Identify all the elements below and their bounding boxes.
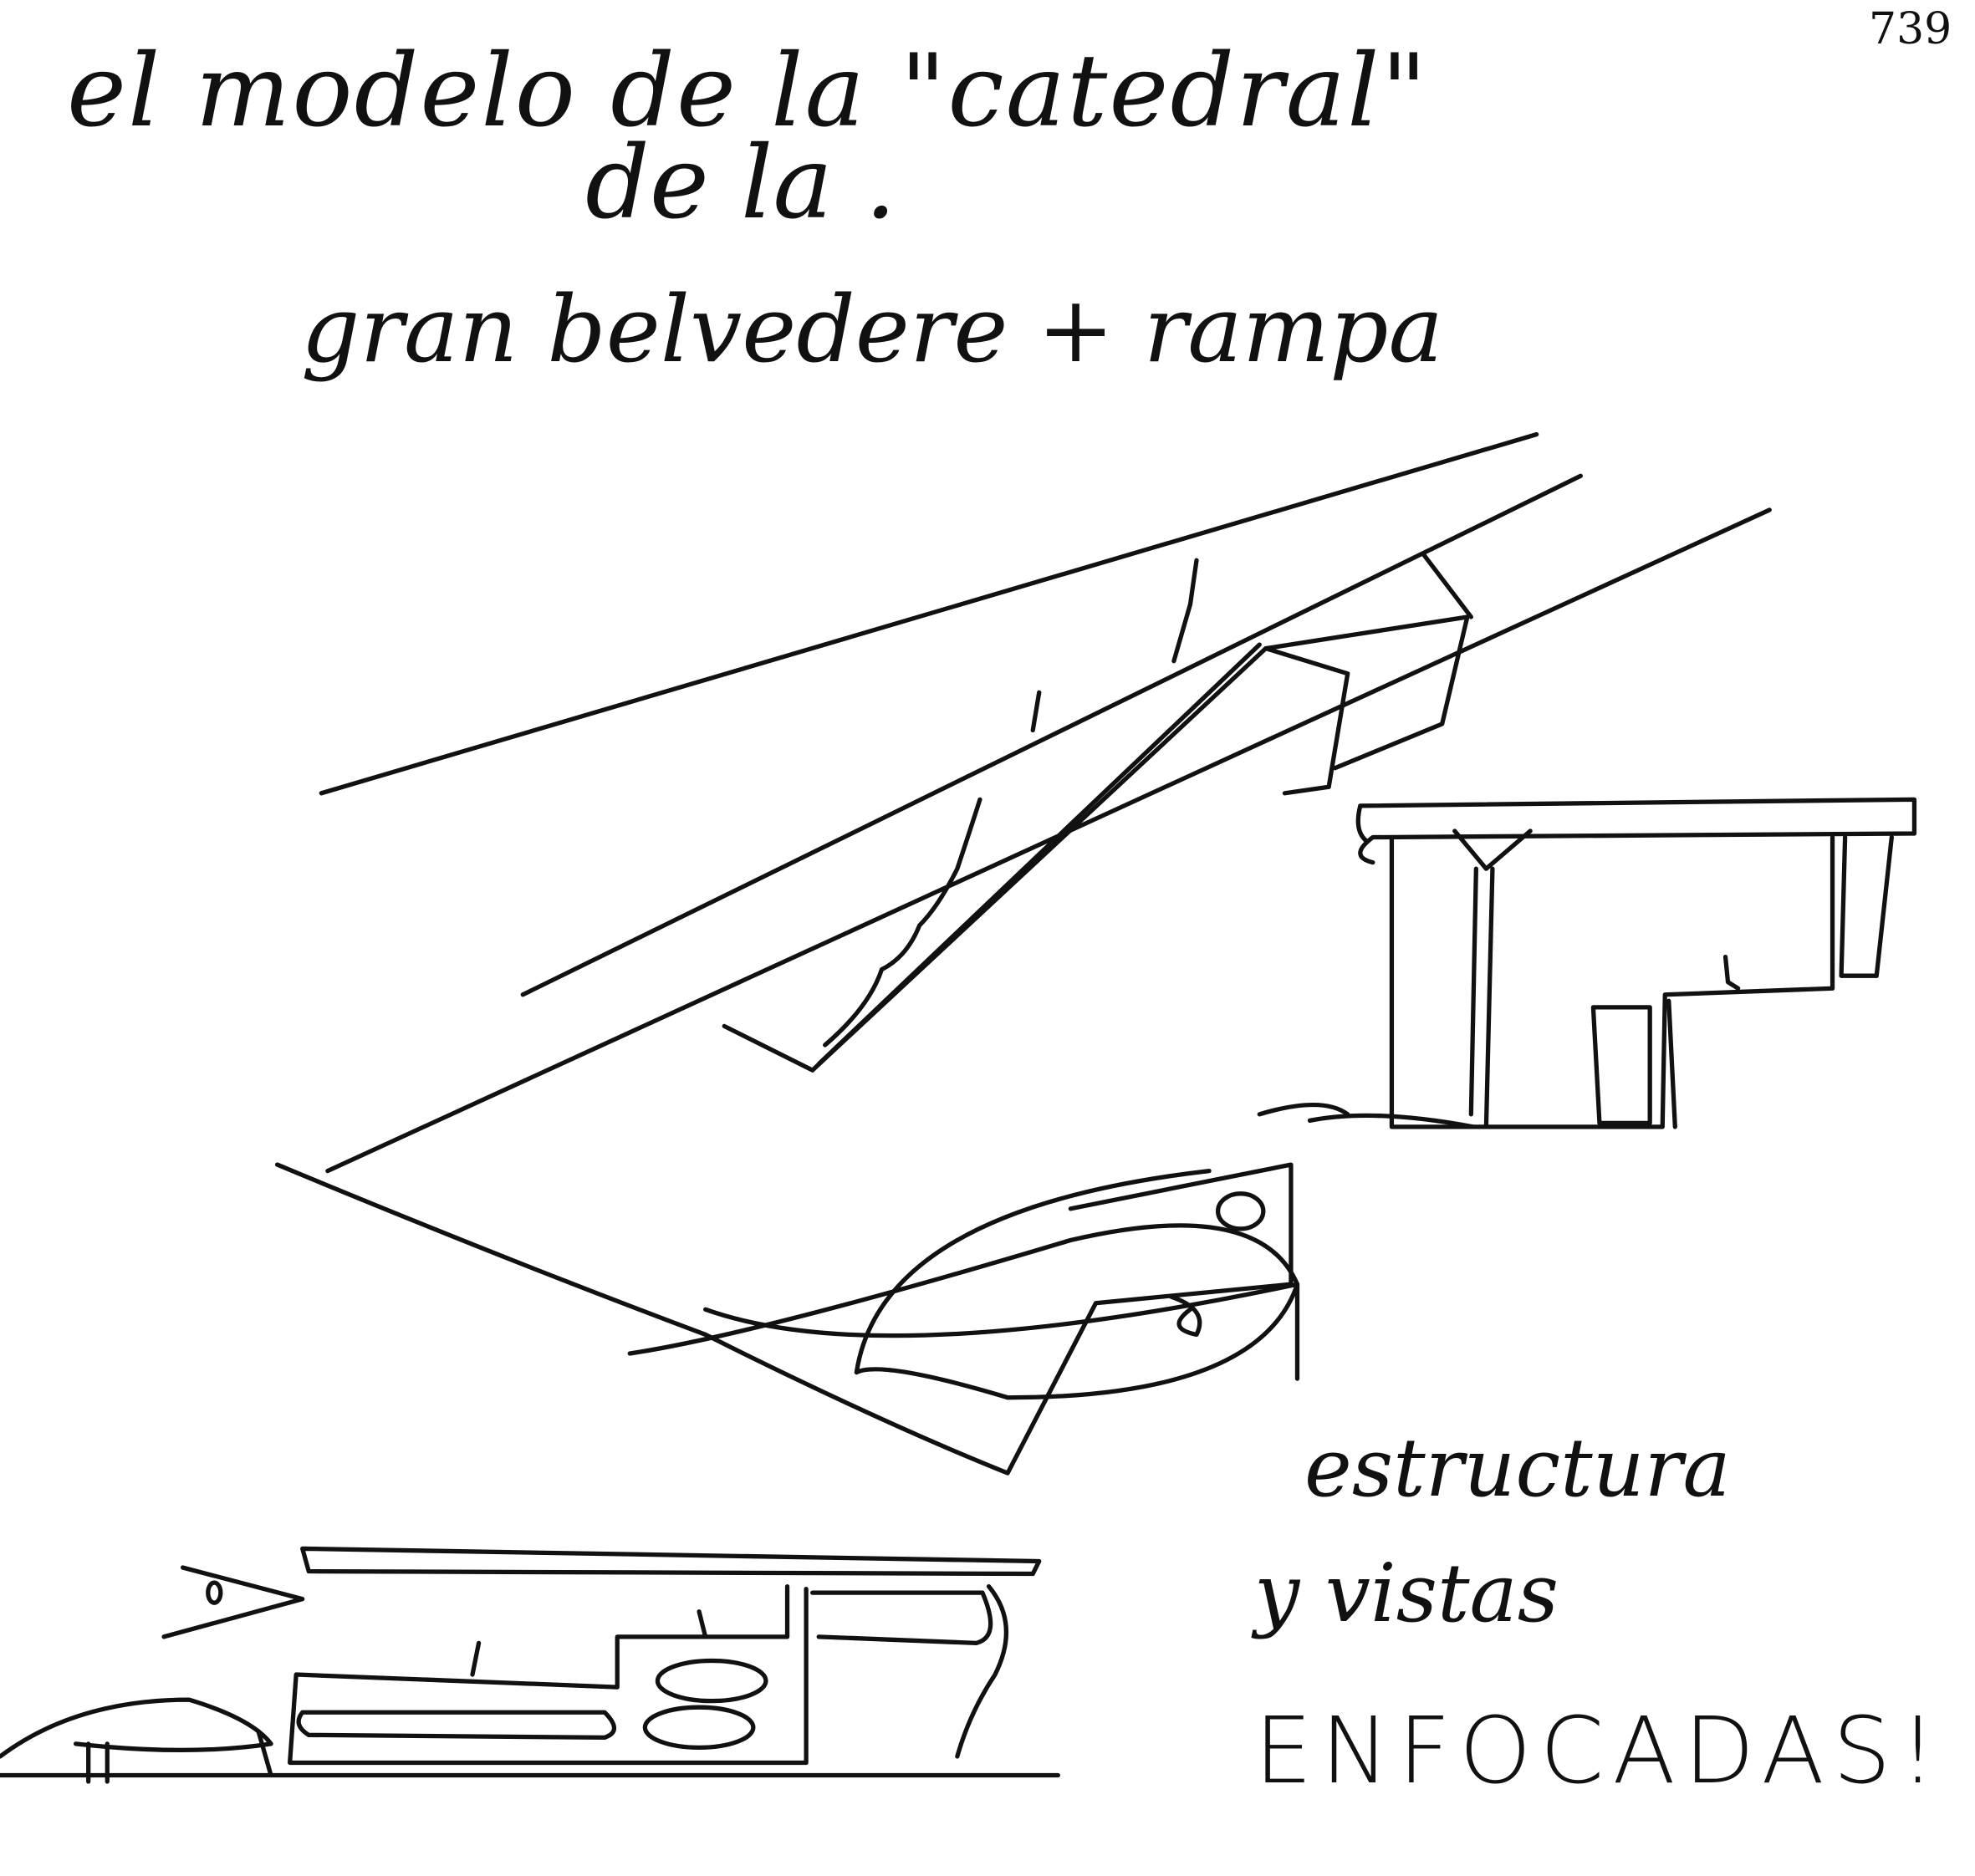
section-cliff	[810, 1583, 1009, 1759]
ramp-upper-line	[319, 431, 1539, 796]
belvedere-structure	[1389, 834, 1894, 1129]
section-ticks	[86, 1729, 273, 1784]
small-figure	[1722, 954, 1741, 991]
handwritten-title-line-1: el modelo de la "catedral"	[67, 33, 1429, 150]
handwritten-note-enfocadas: ENFOCADAS!	[1254, 1697, 1945, 1804]
ramp-figures	[823, 797, 982, 1048]
ground-line	[703, 1282, 1300, 1381]
section-pod-lower	[642, 1705, 756, 1751]
arrow-to-view	[1257, 1103, 1476, 1129]
column	[1452, 828, 1533, 1129]
step	[1666, 998, 1677, 1129]
section-figures	[470, 1609, 708, 1677]
door	[1590, 1005, 1652, 1126]
ampersand-mark	[1169, 1294, 1202, 1338]
section-sketch	[0, 1546, 1060, 1784]
handwritten-note-vistas: y vistas	[1254, 1547, 1559, 1640]
page-number: 739	[1869, 4, 1952, 54]
ramp-block	[722, 645, 1350, 1073]
section-pod-upper	[655, 1658, 768, 1704]
belvedere-roof	[1355, 797, 1917, 865]
cliff-edge	[274, 1162, 1294, 1476]
section-floor	[288, 1583, 809, 1766]
perspective-sketch	[274, 431, 1917, 1476]
ramp-lower-line	[325, 507, 1772, 1174]
handwritten-title-line-2: de la .	[585, 125, 897, 242]
section-ground	[0, 1697, 1060, 1778]
section-bench	[296, 1710, 617, 1740]
handwritten-subtitle: gran belvedere + rampa	[301, 276, 1444, 383]
eye-view-cone	[161, 1565, 305, 1639]
observation-ellipse	[627, 1168, 1300, 1400]
human-figures	[1030, 558, 1199, 733]
eye-spiral	[1215, 1191, 1266, 1231]
handwritten-note-estructura: estructura	[1304, 1421, 1731, 1515]
eye-pupil	[206, 1580, 223, 1605]
ramp-edge	[816, 552, 1473, 1067]
ramp-middle-line	[520, 473, 1583, 997]
section-roof	[300, 1546, 1042, 1577]
